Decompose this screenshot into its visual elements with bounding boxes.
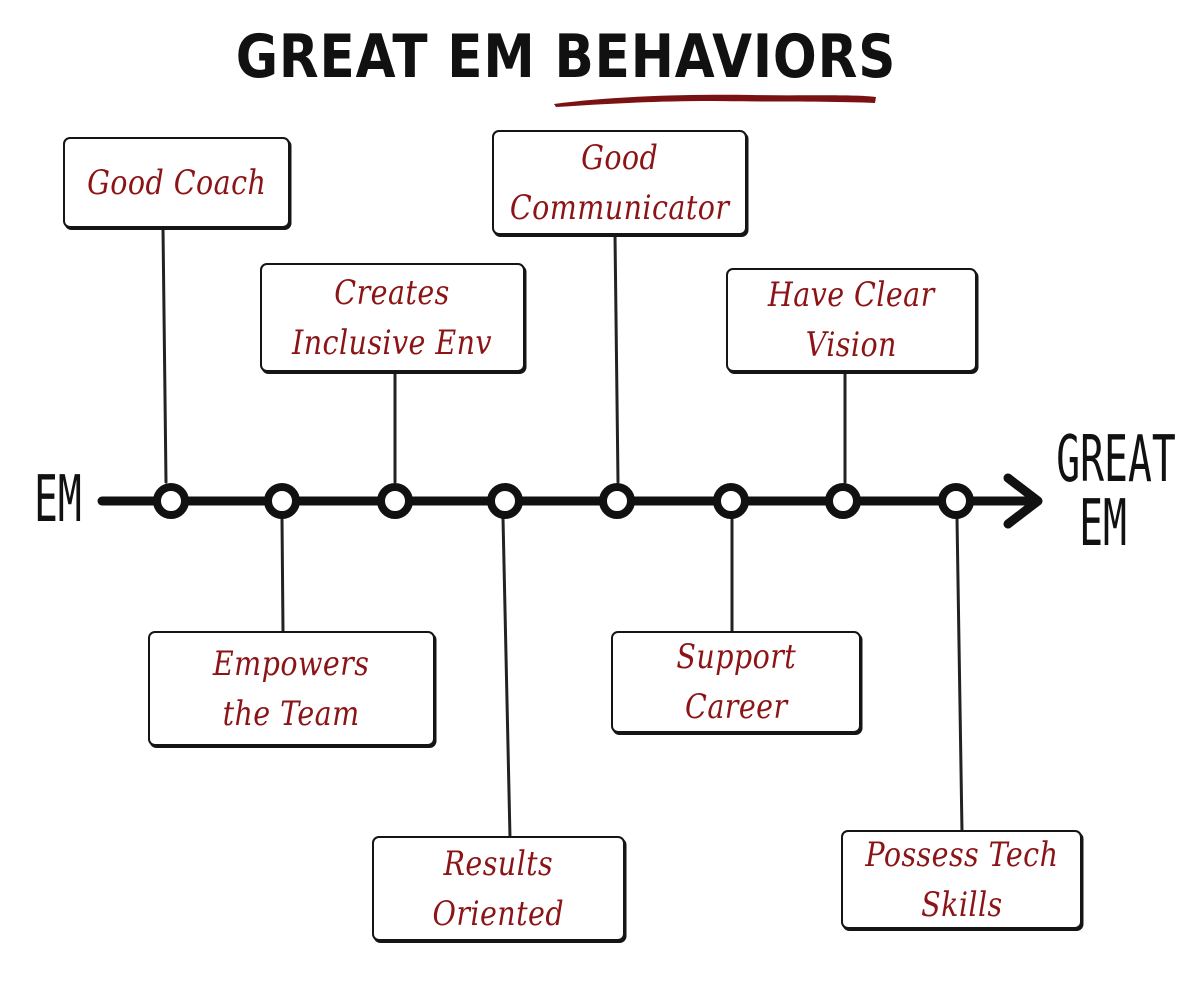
- behavior-label-line-1: Support: [676, 637, 796, 677]
- timeline-node-1: [153, 483, 189, 519]
- connector-tech-skills: [955, 516, 964, 834]
- behavior-label-line-1: Results: [443, 843, 554, 884]
- behavior-label: Creates Inclusive Env: [293, 268, 493, 368]
- behavior-label: Possess Tech Skills: [865, 830, 1058, 930]
- timeline-node-2: [264, 483, 300, 519]
- behavior-box-good-communicator: Good Communicator: [492, 130, 747, 235]
- timeline-node-7: [825, 483, 861, 519]
- title-underline: [554, 94, 876, 107]
- title-part-2: BEHAVIORS: [554, 22, 897, 92]
- connector-good-coach: [161, 226, 168, 484]
- behavior-box-empowers-team: Empowers the Team: [148, 631, 435, 746]
- behavior-label-line-2: Oriented: [432, 893, 565, 934]
- timeline-node-5: [599, 483, 635, 519]
- behavior-box-support-career: Support Career: [611, 631, 861, 733]
- behavior-label-line-1: Possess Tech: [864, 834, 1059, 875]
- timeline-end-label-line-1: GREAT: [1056, 423, 1176, 497]
- connector-results-oriented: [501, 516, 512, 840]
- behavior-label-line-2: Inclusive Env: [292, 322, 493, 363]
- behavior-label: Have Clear Vision: [768, 270, 935, 370]
- timeline-node-6: [713, 483, 749, 519]
- timeline-node-4: [487, 483, 523, 519]
- behavior-label: Support Career: [676, 632, 796, 732]
- connector-empowers-team: [280, 516, 285, 634]
- behavior-box-good-coach: Good Coach: [63, 137, 290, 228]
- behavior-label-line-2: the Team: [222, 693, 361, 734]
- behavior-box-clear-vision: Have Clear Vision: [726, 268, 977, 372]
- behavior-box-tech-skills: Possess Tech Skills: [841, 830, 1082, 929]
- behavior-box-results-oriented: Results Oriented: [372, 836, 625, 941]
- behavior-label-line-2: Career: [684, 687, 788, 727]
- behavior-label: Results Oriented: [433, 839, 565, 939]
- timeline-end-label-line-2: EM: [1079, 487, 1127, 561]
- behavior-label-line-1: Empowers: [213, 643, 370, 684]
- timeline-end-label: GREAT EM: [1054, 428, 1178, 556]
- behavior-label-line-2: Skills: [920, 884, 1003, 925]
- timeline-node-8: [938, 483, 974, 519]
- timeline-start-label: EM: [34, 463, 82, 537]
- behavior-label-line-2: Communicator: [509, 187, 730, 228]
- connector-good-communicator: [613, 233, 620, 484]
- behavior-box-inclusive-env: Creates Inclusive Env: [260, 263, 525, 372]
- behavior-label-line-1: Have Clear: [768, 275, 935, 315]
- behavior-label-line-2: Vision: [805, 325, 898, 365]
- page-title: GREAT EM BEHAVIORS: [79, 22, 1053, 92]
- behavior-label: Good Communicator: [510, 133, 730, 233]
- timeline-node-3: [377, 483, 413, 519]
- timeline-arrow-head: [1003, 473, 1043, 529]
- behavior-label: Empowers the Team: [213, 639, 369, 739]
- behavior-label-line-1: Good Coach: [86, 162, 267, 203]
- behavior-label-line-1: Good: [580, 137, 659, 178]
- behavior-label-line-1: Creates: [334, 272, 451, 313]
- title-part-1: GREAT EM: [235, 22, 536, 92]
- behavior-label: Good Coach: [87, 158, 266, 208]
